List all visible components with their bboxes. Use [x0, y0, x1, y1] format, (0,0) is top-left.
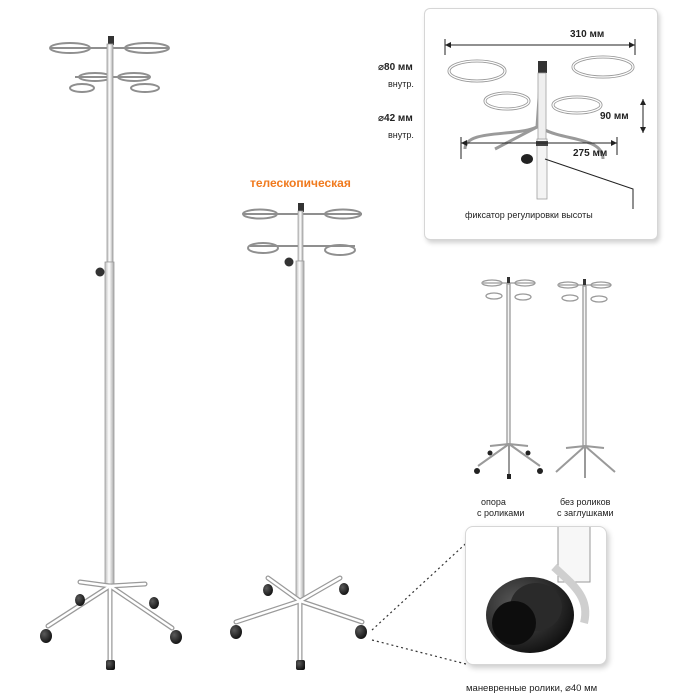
ring-inner-label: ⌀42 мм — [378, 113, 413, 124]
telescopic-stand-lower-pole — [295, 260, 305, 602]
top-detail-drawing — [444, 39, 646, 209]
variant-plugs-caption-1: без роликов — [560, 497, 611, 507]
caster-zoom-panel — [465, 526, 607, 665]
variant-with-plugs-cap — [583, 279, 586, 285]
variant-with-casters-cap — [507, 277, 510, 283]
tall-stand-cap — [108, 36, 114, 45]
tall-stand-lower-pole — [104, 261, 115, 586]
telescopic-label: телескопическая — [250, 176, 351, 190]
zoom-leader-bottom — [371, 639, 467, 665]
variant-plugs-caption-2: с заглушками — [557, 508, 614, 518]
caster-note: маневренные ролики, ⌀40 мм — [466, 683, 598, 694]
variant-with-casters-wheels — [474, 450, 543, 479]
variant-with-plugs — [555, 281, 616, 478]
ring-inner-note: внутр. — [388, 130, 414, 140]
ring-outer-label: ⌀80 мм — [378, 62, 413, 73]
tall-stand-upper-pole — [106, 43, 114, 263]
top-detail-panel: 310 мм 90 мм 275 мм фиксатор регулировки… — [424, 8, 658, 240]
variant-casters-caption-1: опора — [481, 497, 506, 507]
tall-stand-base-highlight — [46, 580, 174, 662]
zoom-leader-top — [371, 535, 475, 631]
variant-with-casters — [477, 279, 541, 474]
telescopic-stand-cap — [298, 203, 304, 212]
height-gap-label: 90 мм — [600, 111, 629, 122]
telescopic-stand-upper-pole — [297, 210, 304, 262]
tall-stand-knob — [95, 267, 105, 277]
telescopic-stand-base-highlight — [234, 576, 364, 662]
height-lock-label: фиксатор регулировки высоты — [465, 210, 593, 220]
width-top-label: 310 мм — [570, 29, 605, 40]
width-bottom-label: 275 мм — [573, 148, 608, 159]
telescopic-stand-wheels — [230, 583, 367, 670]
telescopic-stand-knob — [284, 257, 294, 267]
caster-zoom-drawing — [486, 527, 591, 653]
ring-outer-note: внутр. — [388, 79, 414, 89]
tall-stand-wheels — [40, 594, 182, 670]
variant-casters-caption-2: с роликами — [477, 508, 525, 518]
